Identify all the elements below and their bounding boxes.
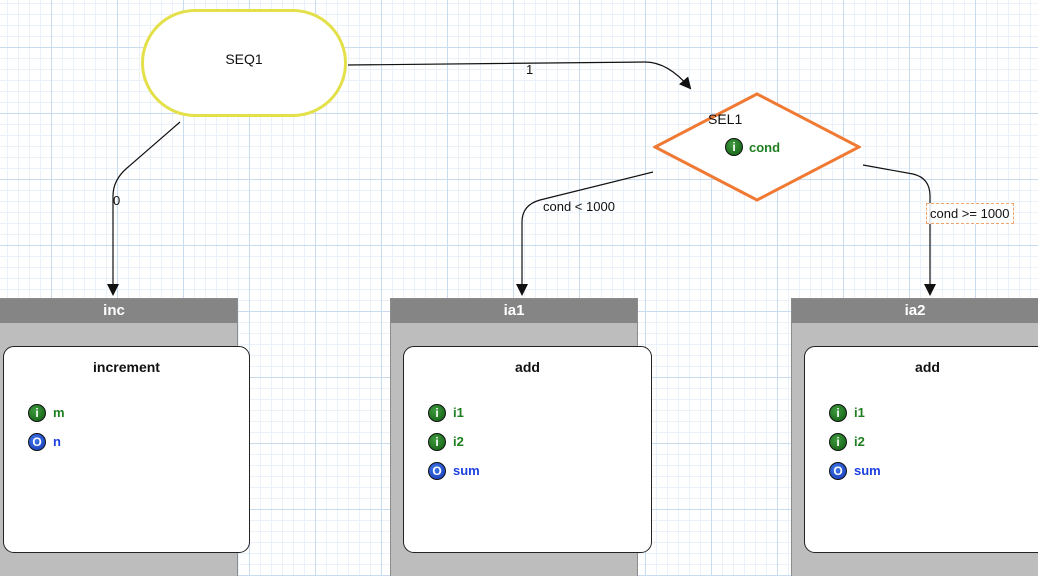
variable-row: i m bbox=[28, 398, 249, 427]
variable-name: i2 bbox=[453, 434, 464, 449]
sequence-node[interactable]: SEQ1 bbox=[141, 9, 347, 117]
variable-name: i1 bbox=[854, 405, 865, 420]
task-node-inc[interactable]: inc increment i m O n bbox=[0, 298, 250, 576]
edge-sel1-ia2[interactable] bbox=[862, 164, 936, 296]
selector-node[interactable]: SEL1 i cond bbox=[653, 92, 861, 202]
task-header: inc bbox=[0, 299, 237, 323]
variable-row: i i1 bbox=[428, 398, 651, 427]
task-header: ia1 bbox=[391, 299, 637, 323]
selector-title: SEL1 bbox=[708, 111, 743, 127]
edge-sel1-ia1[interactable] bbox=[516, 171, 654, 296]
variable-row: i i2 bbox=[428, 427, 651, 456]
task-variables: i i1 i i2 O sum bbox=[428, 398, 651, 485]
variable-row: i i1 bbox=[829, 398, 1038, 427]
variable-name: m bbox=[53, 405, 65, 420]
input-variable-icon: i bbox=[428, 403, 446, 422]
output-variable-icon: O bbox=[829, 461, 847, 480]
task-operation: add bbox=[515, 359, 540, 375]
task-node-ia1[interactable]: ia1 add i i1 i i2 O sum bbox=[390, 298, 652, 576]
input-variable-icon: i bbox=[829, 403, 847, 422]
edge-seq1-sel1[interactable] bbox=[347, 61, 692, 90]
variable-name: n bbox=[53, 434, 61, 449]
output-variable-icon: O bbox=[428, 461, 446, 480]
edge-label-seq1-sel1: 1 bbox=[526, 62, 534, 77]
task-body: add i i1 i i2 O sum bbox=[403, 346, 652, 553]
edge-label-sel1-ia2[interactable]: cond >= 1000 bbox=[926, 203, 1014, 224]
input-variable-icon: i bbox=[725, 138, 743, 156]
edge-label-sel1-ia1: cond < 1000 bbox=[543, 199, 615, 214]
selector-variable-name: cond bbox=[749, 139, 781, 155]
input-variable-icon: i bbox=[829, 432, 847, 451]
variable-name: i1 bbox=[453, 405, 464, 420]
variable-row: O sum bbox=[428, 456, 651, 485]
edge-label-seq1-inc: 0 bbox=[113, 193, 121, 208]
variable-name: i2 bbox=[854, 434, 865, 449]
variable-row: i i2 bbox=[829, 427, 1038, 456]
edge-seq1-inc[interactable] bbox=[107, 121, 181, 296]
output-variable-icon: O bbox=[28, 432, 46, 451]
variable-row: O n bbox=[28, 427, 249, 456]
variable-row: O sum bbox=[829, 456, 1038, 485]
input-variable-icon: i bbox=[28, 403, 46, 422]
input-variable-icon: i bbox=[428, 432, 446, 451]
task-body: increment i m O n bbox=[3, 346, 250, 553]
selector-variable: i cond bbox=[725, 138, 780, 156]
task-variables: i i1 i i2 O sum bbox=[829, 398, 1038, 485]
task-header: ia2 bbox=[792, 299, 1038, 323]
task-node-ia2[interactable]: ia2 add i i1 i i2 O sum bbox=[791, 298, 1038, 576]
variable-name: sum bbox=[854, 463, 881, 478]
variable-name: sum bbox=[453, 463, 480, 478]
selector-diamond-shape bbox=[653, 92, 861, 202]
sequence-title: SEQ1 bbox=[225, 51, 263, 67]
task-operation: increment bbox=[93, 359, 160, 375]
task-variables: i m O n bbox=[28, 398, 249, 456]
task-body: add i i1 i i2 O sum bbox=[804, 346, 1038, 553]
task-operation: add bbox=[915, 359, 940, 375]
